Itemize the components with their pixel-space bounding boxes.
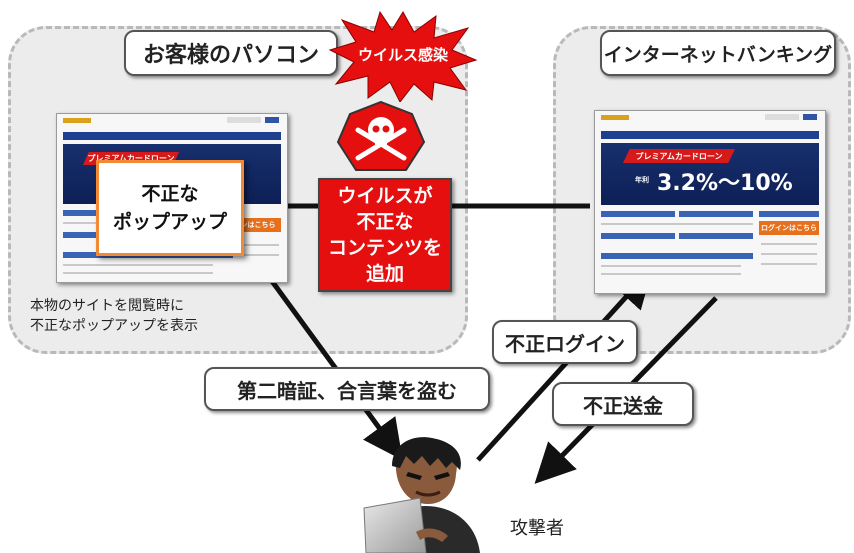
virus-burst-label: ウイルス感染 — [357, 46, 448, 64]
bank-site-row-3 — [601, 273, 741, 275]
client-site-side-row-1 — [237, 244, 279, 246]
steal-credentials-label: 第二暗証、合言葉を盗む — [204, 367, 490, 411]
bank-site-logo — [601, 115, 629, 120]
client-site-search-btn — [265, 117, 279, 123]
bank-site-section-bar-3 — [601, 233, 675, 239]
hacker-icon — [363, 437, 480, 553]
client-caption: 本物のサイトを閲覧時に 不正なポップアップを表示 — [30, 296, 198, 336]
bank-site-ribbon: プレミアムカードローン — [623, 149, 735, 163]
bank-site-rate: 3.2%～10% — [657, 171, 793, 196]
bank-site-navbar — [601, 131, 819, 139]
bank-site-search-btn — [803, 114, 817, 120]
virus-box-line2: 不正な — [356, 211, 414, 233]
virus-box-line3: コンテンツを — [327, 237, 442, 259]
skull-crossbones-icon — [336, 100, 426, 171]
internet-banking-title: インターネットバンキング — [600, 30, 836, 76]
client-site-header-bar — [227, 117, 261, 123]
bank-site-section-bar-2 — [679, 211, 753, 217]
malicious-popup: 不正な ポップアップ — [96, 160, 244, 256]
virus-box-line1: ウイルスが — [337, 185, 433, 207]
popup-text-line2: ポップアップ — [112, 211, 227, 233]
fraud-login-arrow — [476, 267, 653, 462]
client-site-logo — [63, 118, 91, 123]
client-site-login-button: ンはこちら — [235, 218, 281, 232]
client-caption-line1: 本物のサイトを閲覧時に — [30, 298, 184, 314]
bank-site-side-row-1 — [761, 243, 817, 245]
virus-inject-box: ウイルスが 不正な コンテンツを 追加 — [318, 178, 452, 292]
client-site-navbar — [63, 132, 281, 140]
client-caption-line2: 不正なポップアップを表示 — [30, 318, 198, 334]
bank-site-rate-prefix: 年利 — [635, 176, 649, 184]
popup-text-line1: 不正な — [141, 183, 199, 205]
fraud-login-label: 不正ログイン — [492, 320, 638, 364]
virus-burst-icon — [328, 10, 478, 102]
bank-site-info-bar — [601, 253, 753, 259]
bank-site-header-bar — [765, 114, 799, 120]
attacker-label: 攻撃者 — [510, 518, 564, 539]
virus-box-line4: 追加 — [365, 263, 404, 285]
bank-site-side-bar — [759, 211, 819, 217]
bank-site-screenshot: プレミアムカードローン 年利 3.2%～10% ログインはこちら — [594, 110, 826, 294]
client-site-row-2 — [63, 264, 213, 266]
client-pc-title: お客様のパソコン — [124, 30, 338, 76]
client-site-row-3 — [63, 272, 213, 274]
fraud-transfer-label: 不正送金 — [552, 382, 694, 426]
bank-site-section-bar — [601, 211, 675, 217]
bank-site-side-row-3 — [761, 263, 817, 265]
client-site-side-row-2 — [237, 254, 279, 256]
bank-site-section-bar-4 — [679, 233, 753, 239]
bank-site-login-button: ログインはこちら — [759, 221, 819, 235]
bank-site-side-row-2 — [761, 253, 817, 255]
bank-site-row-2 — [601, 265, 741, 267]
bank-site-row-1 — [601, 223, 753, 225]
